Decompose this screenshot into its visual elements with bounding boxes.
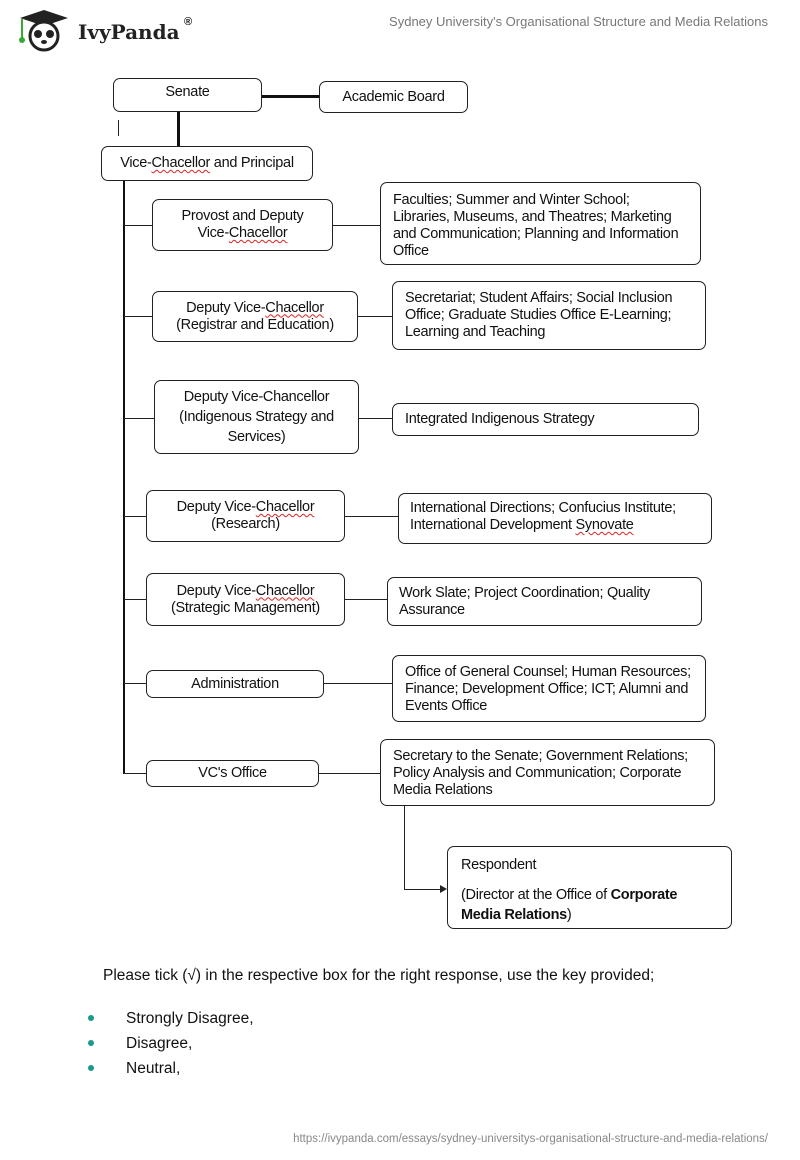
administration-units-box: Office of General Counsel; Human Resourc…: [392, 655, 706, 722]
provost-line2: Vice-Chacellor: [197, 225, 288, 241]
registered-mark: ®: [184, 16, 193, 28]
arrow-line: [404, 889, 442, 890]
dvc-research-line1: Deputy Vice-Chacellor: [176, 499, 315, 515]
document-title: Sydney University's Organisational Struc…: [389, 14, 768, 29]
dvc-strategic-units-box: Work Slate; Project Coordination; Qualit…: [387, 577, 702, 626]
respondent-role: (Director at the Office of Corporate Med…: [461, 887, 678, 923]
key-item: Disagree,: [126, 1035, 193, 1052]
connector: [124, 225, 152, 226]
arrow-line: [404, 805, 405, 889]
academic-board-box: Academic Board: [319, 81, 468, 113]
provost-units-box: Faculties; Summer and Winter School; Lib…: [380, 182, 701, 265]
dvc-strategic-units: Work Slate; Project Coordination; Qualit…: [399, 585, 650, 618]
dvc-indigenous-line1: Deputy Vice-Chancellor: [183, 389, 330, 405]
connector: [345, 599, 387, 600]
connector: [124, 316, 152, 317]
connector: [124, 418, 154, 419]
vc-office-units: Secretary to the Senate; Government Rela…: [393, 748, 688, 798]
dvc-research-units: International Directions; Confucius Inst…: [410, 500, 676, 533]
vc-office-units-box: Secretary to the Senate; Government Rela…: [380, 739, 715, 806]
respondent-title: Respondent: [461, 857, 537, 873]
provost-box: Provost and Deputy Vice-Chacellor: [152, 199, 333, 251]
connector: [358, 418, 392, 419]
ivypanda-logo[interactable]: IvyPanda ®: [14, 10, 199, 52]
dvc-registrar-units: Secretariat; Student Affairs; Social Inc…: [405, 290, 673, 340]
dvc-research-units-box: International Directions; Confucius Inst…: [398, 493, 712, 544]
vice-chancellor-label: Vice-Chacellor and Principal: [120, 155, 294, 171]
connector: [124, 773, 146, 774]
vc-office-label: VC's Office: [198, 765, 267, 781]
respondent-box: Respondent (Director at the Office of Co…: [447, 846, 732, 929]
administration-units: Office of General Counsel; Human Resourc…: [405, 664, 691, 714]
connector: [124, 599, 146, 600]
connector: [118, 120, 119, 136]
senate-label: Senate: [165, 84, 210, 100]
dvc-indigenous-units-box: Integrated Indigenous Strategy: [392, 403, 699, 436]
connector: [319, 773, 380, 774]
bullet-icon: [88, 1040, 94, 1046]
provost-units: Faculties; Summer and Winter School; Lib…: [393, 192, 679, 259]
dvc-strategic-box: Deputy Vice-Chacellor (Strategic Managem…: [146, 573, 345, 626]
academic-board-label: Academic Board: [342, 88, 445, 105]
trunk-line: [123, 180, 125, 774]
dvc-indigenous-box: Deputy Vice-Chancellor (Indigenous Strat…: [154, 380, 359, 454]
connector: [345, 516, 398, 517]
dvc-registrar-line2: (Registrar and Education): [176, 316, 334, 333]
dvc-indigenous-units: Integrated Indigenous Strategy: [405, 411, 595, 427]
connector: [177, 111, 180, 146]
dvc-research-line2: (Research): [211, 516, 280, 532]
connector: [324, 683, 392, 684]
dvc-indigenous-line3: Services): [227, 429, 286, 445]
senate-box: Senate: [113, 78, 262, 112]
provost-line1: Provost and Deputy: [181, 208, 304, 224]
dvc-research-box: Deputy Vice-Chacellor (Research): [146, 490, 345, 542]
bullet-icon: [88, 1015, 94, 1021]
connector: [358, 316, 392, 317]
dvc-registrar-box: Deputy Vice-Chacellor (Registrar and Edu…: [152, 291, 358, 342]
dvc-registrar-units-box: Secretariat; Student Affairs; Social Inc…: [392, 281, 706, 350]
connector: [333, 225, 380, 226]
vc-office-box: VC's Office: [146, 760, 319, 787]
arrow-head-icon: [440, 885, 447, 893]
footer-url[interactable]: https://ivypanda.com/essays/sydney-unive…: [293, 1133, 768, 1145]
instructions-text: Please tick (√) in the respective box fo…: [103, 967, 655, 984]
connector: [262, 95, 319, 98]
connector: [124, 516, 146, 517]
vice-chancellor-box: Vice-Chacellor and Principal: [101, 146, 313, 181]
administration-label: Administration: [191, 675, 279, 692]
connector: [124, 683, 146, 684]
key-item: Strongly Disagree,: [126, 1010, 254, 1027]
administration-box: Administration: [146, 670, 324, 698]
brand-name: IvyPanda: [78, 20, 180, 44]
key-item: Neutral,: [126, 1060, 181, 1077]
bullet-icon: [88, 1065, 94, 1071]
dvc-indigenous-line2: (Indigenous Strategy and: [179, 409, 334, 425]
panda-graduate-icon: [19, 10, 68, 52]
dvc-strategic-line1: Deputy Vice-Chacellor: [176, 582, 315, 599]
dvc-registrar-line1: Deputy Vice-Chacellor: [186, 299, 324, 316]
dvc-strategic-line2: (Strategic Management): [171, 599, 320, 616]
